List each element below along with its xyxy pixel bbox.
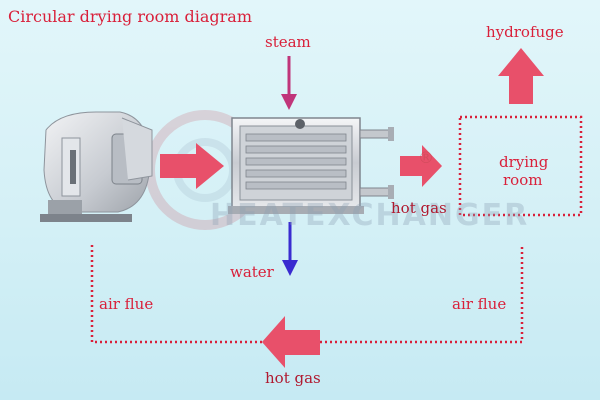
- heat-exchanger: [228, 117, 394, 214]
- air-flue-label-left: air flue: [99, 295, 154, 313]
- water-label: water: [230, 263, 274, 281]
- air-flue-loop: [90, 245, 524, 344]
- diagram-title: Circular drying room diagram: [8, 7, 253, 26]
- air-flue-label-right: air flue: [452, 295, 507, 313]
- steam-arrow: [281, 56, 297, 110]
- hydrofuge-arrow-up: [498, 48, 544, 104]
- steam-label: steam: [265, 33, 311, 51]
- water-arrow: [282, 222, 298, 276]
- centrifugal-fan: [40, 111, 153, 222]
- return-arrow-left: [262, 316, 320, 368]
- hot-gas-label-bottom: hot gas: [265, 369, 321, 387]
- airflow-arrow-right-1: [160, 143, 224, 189]
- hydrofuge-label: hydrofuge: [486, 23, 564, 41]
- drying-room-box: [458, 115, 583, 217]
- hot-gas-arrow-right: [400, 145, 442, 187]
- hot-gas-label-top: hot gas: [391, 199, 447, 217]
- drying-room-label-line1: drying: [499, 153, 549, 171]
- watermark-registered-mark: ®: [418, 148, 434, 167]
- watermark-text: HEATEXCHANGER: [210, 198, 530, 233]
- drying-room-label-line2: room: [503, 171, 543, 189]
